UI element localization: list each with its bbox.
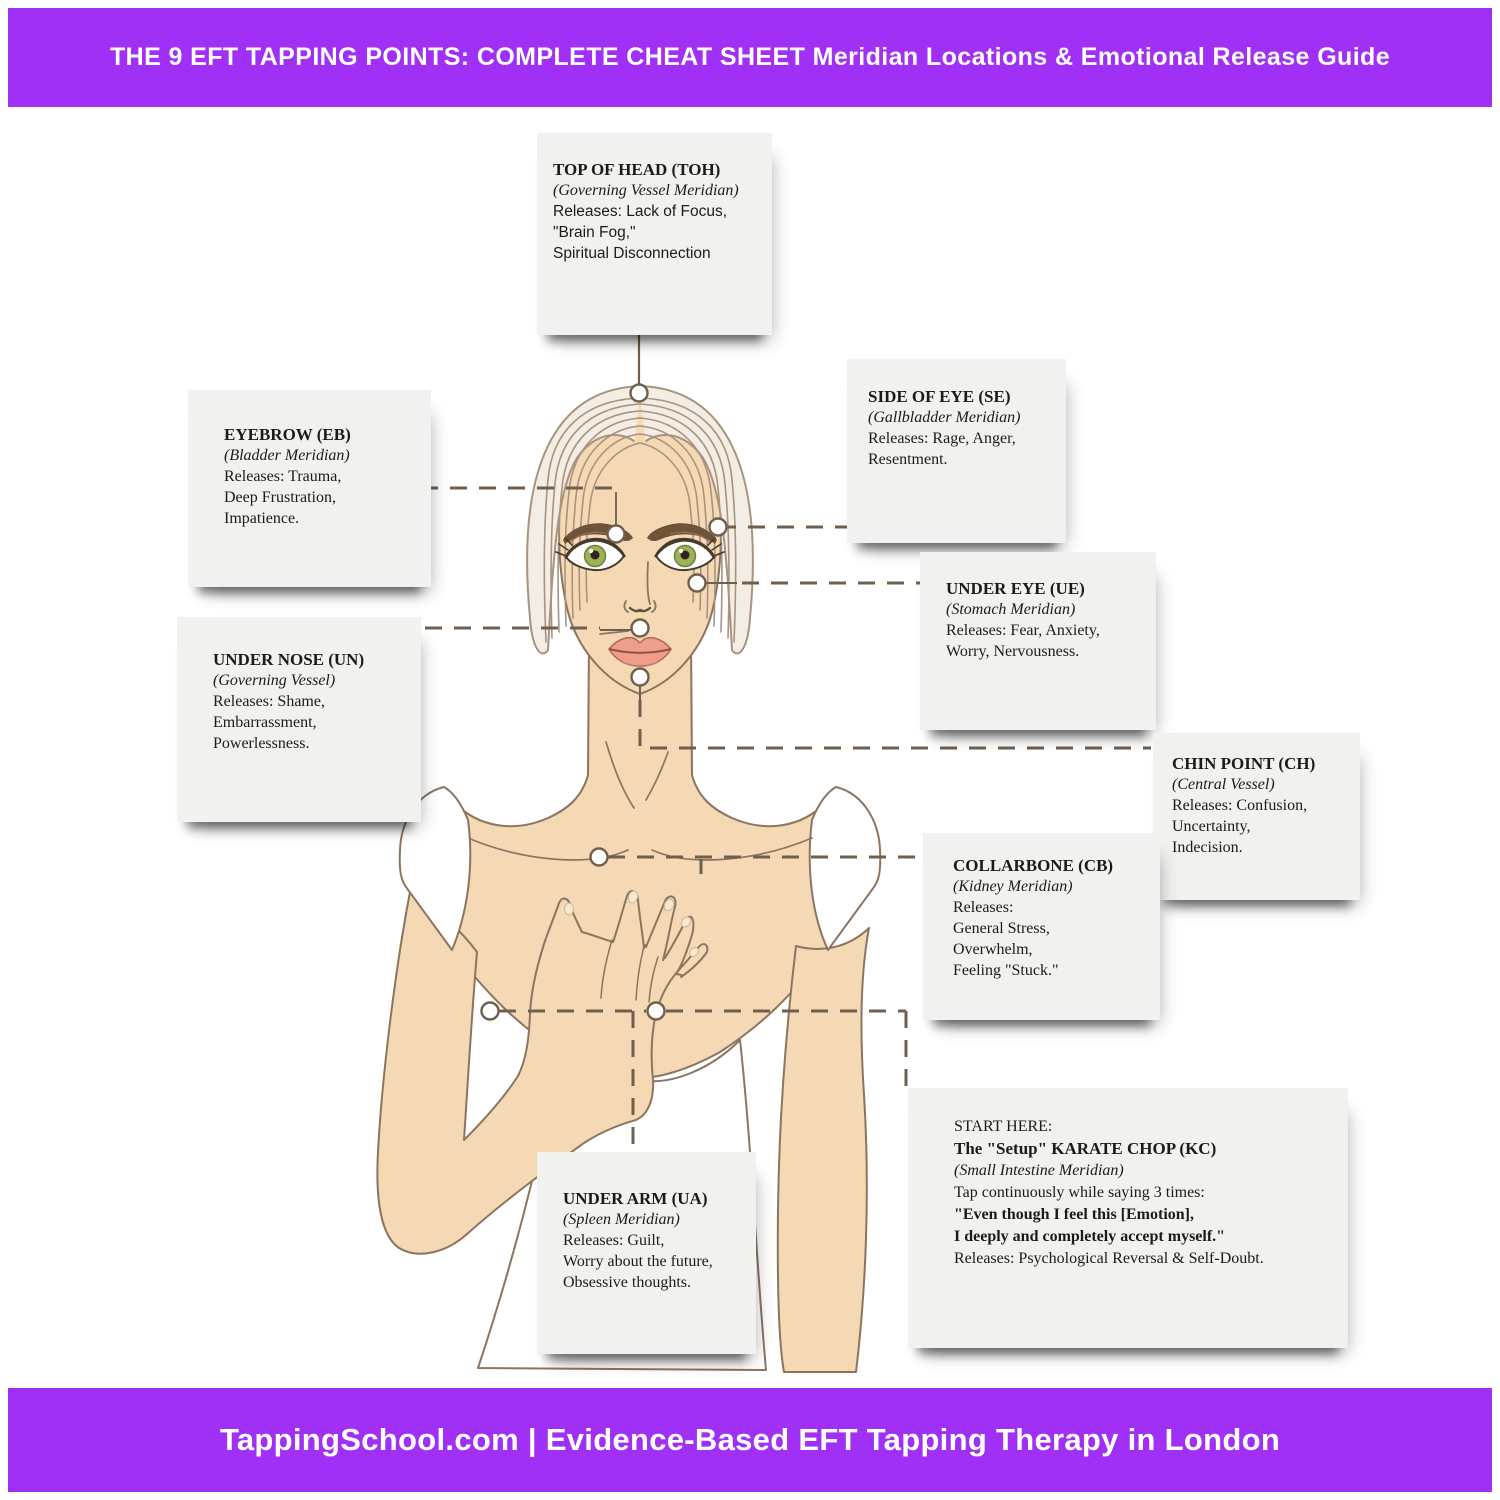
callout-box-side-of-eye: SIDE OF EYE (SE) (Gallbladder Meridian) … <box>847 359 1066 543</box>
point-intro: START HERE: <box>954 1118 1053 1135</box>
point-release-line: Feeling "Stuck." <box>953 962 1059 979</box>
point-meridian: (Small Intestine Meridian) <box>954 1162 1124 1179</box>
header-bar: THE 9 EFT TAPPING POINTS: COMPLETE CHEAT… <box>8 8 1492 107</box>
point-release-line: Powerlessness. <box>213 735 310 752</box>
point-title: EYEBROW (EB) <box>224 425 351 444</box>
right-sleeve <box>808 786 882 951</box>
tap-point-eb <box>606 524 626 544</box>
point-release-line: Releases: Confusion, <box>1172 797 1308 814</box>
tap-point-markers <box>480 383 728 1021</box>
point-meridian: (Stomach Meridian) <box>946 601 1076 618</box>
point-title: CHIN POINT (CH) <box>1172 754 1316 773</box>
fingernails <box>564 890 699 957</box>
tap-point-ua <box>480 1001 500 1021</box>
point-release-line: Embarrassment, <box>213 714 317 731</box>
point-release-line: Worry, Nervousness. <box>946 643 1080 660</box>
hand <box>376 890 709 1255</box>
nose <box>623 561 657 613</box>
ua-kc-connector <box>499 1009 908 1150</box>
page-title: THE 9 EFT TAPPING POINTS: COMPLETE CHEAT… <box>109 43 1391 71</box>
point-release-line: Releases: Lack of Focus, <box>553 203 728 220</box>
footer-text: TappingSchool.com | Evidence-Based EFT T… <box>219 1422 1281 1457</box>
point-release-line: Overwhelm, <box>953 941 1033 958</box>
point-release-line: Releases: Shame, <box>213 693 325 710</box>
ch-connector <box>638 700 1151 750</box>
hair-part-skin <box>633 398 647 452</box>
right-eye <box>654 531 725 572</box>
point-meridian: (Bladder Meridian) <box>224 447 350 464</box>
cb-connector <box>608 855 921 874</box>
lips <box>608 636 672 668</box>
point-release-line: Releases: <box>953 899 1014 916</box>
point-release-line: Releases: Trauma, <box>224 468 342 485</box>
callout-box-under-nose: UNDER NOSE (UN) (Governing Vessel) Relea… <box>177 617 421 822</box>
point-title: The "Setup" KARATE CHOP (KC) <box>954 1139 1217 1158</box>
callout-box-collarbone: COLLARBONE (CB) (Kidney Meridian) Releas… <box>923 833 1160 1020</box>
tap-point-cb <box>589 847 609 867</box>
callout-box-chin-point: CHIN POINT (CH) (Central Vessel) Release… <box>1153 733 1360 900</box>
point-release-line: Impatience. <box>224 510 300 527</box>
left-eye <box>555 531 626 572</box>
callout-box-top-of-head: TOP OF HEAD (TOH) (Governing Vessel Meri… <box>537 133 772 335</box>
point-title: COLLARBONE (CB) <box>953 856 1114 875</box>
point-release-line: Worry about the future, <box>563 1253 713 1270</box>
finger-lines <box>600 939 659 1003</box>
point-release-line: Obsessive thoughts. <box>563 1274 691 1291</box>
point-instruction: Tap continuously while saying 3 times: <box>954 1184 1205 1201</box>
callout-box-eyebrow: EYEBROW (EB) (Bladder Meridian) Releases… <box>188 390 431 587</box>
point-meridian: (Governing Vessel) <box>213 672 336 689</box>
point-release-line: Deep Frustration, <box>224 489 336 506</box>
point-meridian: (Central Vessel) <box>1172 776 1275 793</box>
point-release-line: Releases: Fear, Anxiety, <box>946 622 1100 639</box>
hair-strands <box>543 397 737 643</box>
right-arm <box>776 927 870 1373</box>
point-title: UNDER NOSE (UN) <box>213 650 365 669</box>
point-release-line: Releases: Rage, Anger, <box>868 430 1016 447</box>
point-meridian: (Gallbladder Meridian) <box>868 409 1021 426</box>
point-release-line: Releases: Psychological Reversal & Self-… <box>954 1250 1264 1267</box>
callout-box-under-eye: UNDER EYE (UE) (Stomach Meridian) Releas… <box>920 552 1156 730</box>
point-release-line: Uncertainty, <box>1172 818 1251 835</box>
tap-point-kc <box>646 1001 666 1021</box>
chest-detail-lines <box>467 630 813 861</box>
point-title: TOP OF HEAD (TOH) <box>553 160 721 179</box>
footer-bar: TappingSchool.com | Evidence-Based EFT T… <box>8 1388 1492 1492</box>
tap-point-toh <box>629 383 649 403</box>
point-meridian: (Governing Vessel Meridian) <box>553 182 739 199</box>
point-meridian: (Kidney Meridian) <box>953 878 1073 895</box>
point-title: SIDE OF EYE (SE) <box>868 387 1011 406</box>
left-sleeve <box>398 786 472 951</box>
point-meridian: (Spleen Meridian) <box>563 1211 680 1228</box>
point-title: UNDER ARM (UA) <box>563 1189 708 1208</box>
callout-box-karate-chop: START HERE: The "Setup" KARATE CHOP (KC)… <box>908 1088 1348 1348</box>
point-release-line: Releases: Guilt, <box>563 1232 665 1249</box>
point-release-line: General Stress, <box>953 920 1050 937</box>
callout-box-under-arm: UNDER ARM (UA) (Spleen Meridian) Release… <box>537 1152 756 1354</box>
tap-point-se <box>708 517 728 537</box>
point-release-line: Indecision. <box>1172 839 1243 856</box>
point-release-line: "Brain Fog," <box>553 224 636 241</box>
point-release-line: Spiritual Disconnection <box>553 245 711 262</box>
point-release-line: Resentment. <box>868 451 948 468</box>
point-title: UNDER EYE (UE) <box>946 579 1085 598</box>
tap-point-ue <box>687 573 707 593</box>
tap-point-ch <box>630 667 650 687</box>
setup-phrase-line: "Even though I feel this [Emotion], <box>954 1206 1195 1223</box>
tap-point-un <box>630 618 650 638</box>
setup-phrase-line: I deeply and completely accept myself." <box>954 1228 1226 1245</box>
